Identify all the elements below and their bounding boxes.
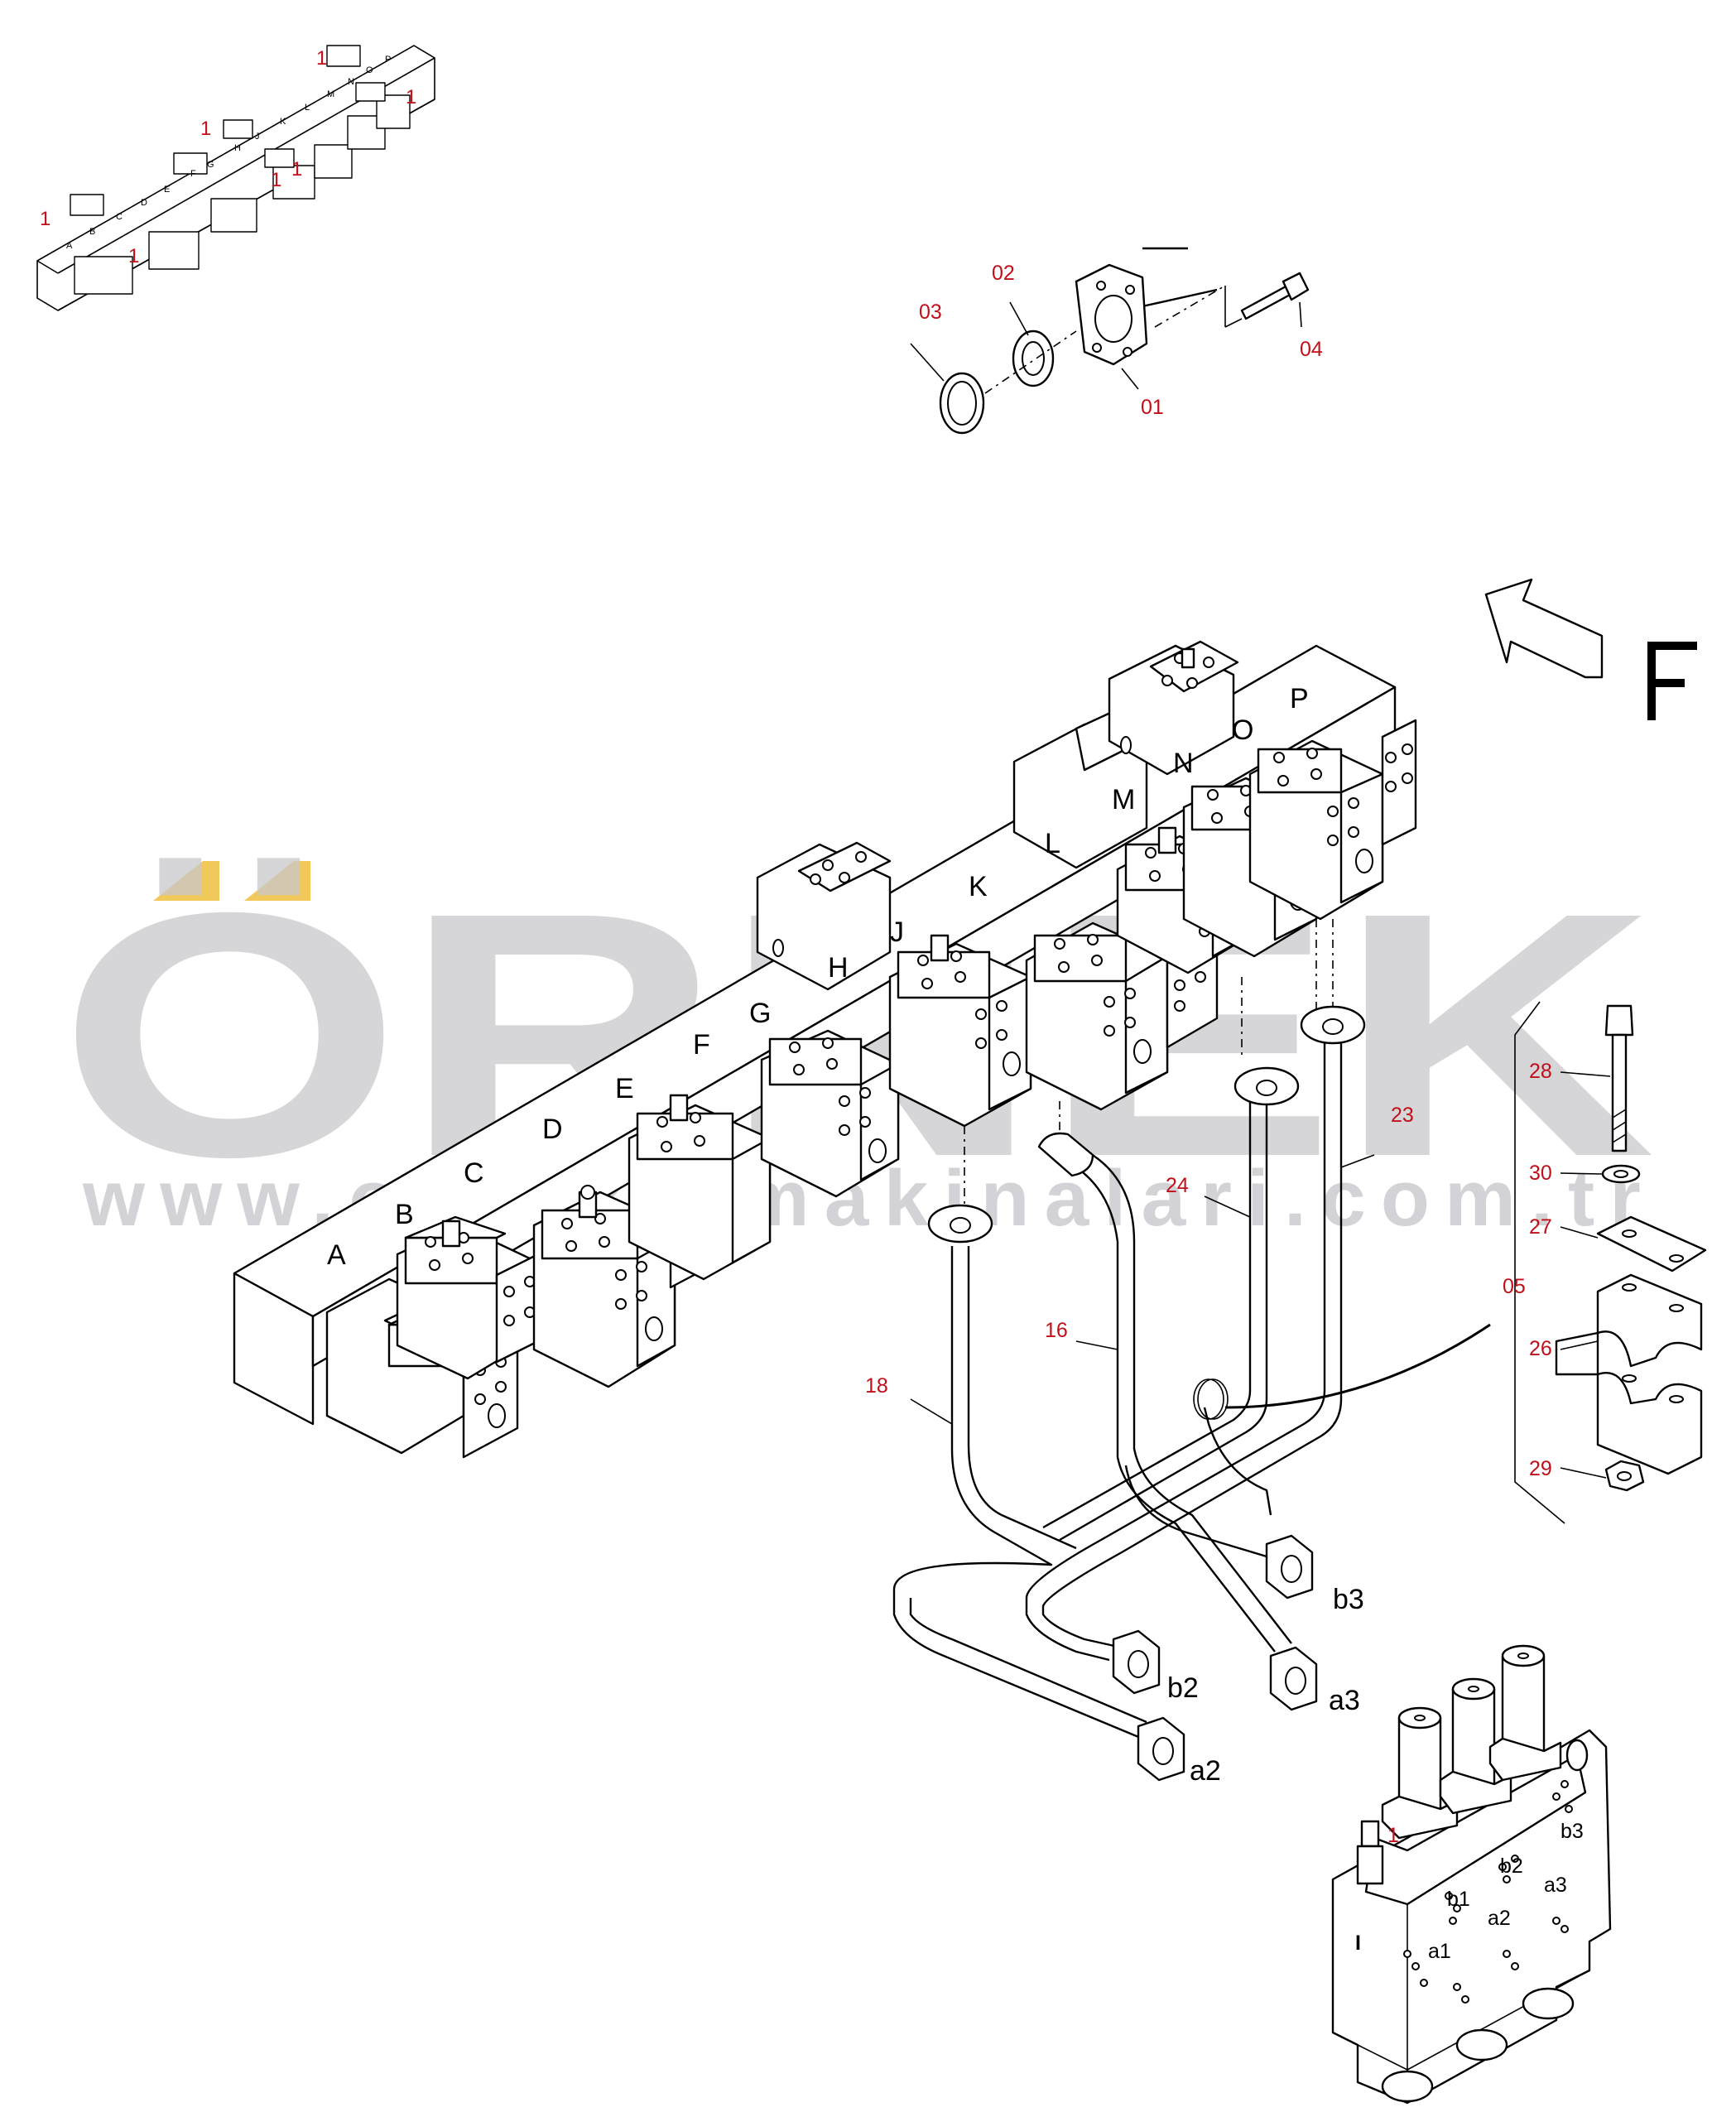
port-label-a2: a2 <box>1190 1755 1221 1787</box>
callout-23: 23 <box>1391 1104 1414 1127</box>
section-letter-M: M <box>1112 784 1135 815</box>
thumb-letter: C <box>116 212 123 222</box>
callout-29: 29 <box>1529 1457 1552 1480</box>
manifold-label-b2: b2 <box>1500 1855 1523 1878</box>
section-letter-P: P <box>1290 683 1309 714</box>
callout-27: 27 <box>1529 1215 1552 1239</box>
thumb-letter: K <box>280 117 286 127</box>
callout-18: 18 <box>865 1374 888 1398</box>
thumbnail-markers: 1 1 1 1 1 1 1 <box>40 47 416 267</box>
manifold-ports <box>1403 1780 1573 2004</box>
thumb-letter: L <box>305 103 310 113</box>
thumb-marker: 1 <box>200 118 211 140</box>
upper-block-P <box>1108 640 1239 776</box>
watermark-accent-2 <box>244 861 310 901</box>
flange-detail <box>910 247 1310 435</box>
manifold-label-a2: a2 <box>1488 1907 1511 1930</box>
section-letter-B: B <box>395 1199 414 1230</box>
manifold-label-b3: b3 <box>1560 1820 1584 1843</box>
section-letter-A: A <box>327 1239 346 1271</box>
thumb-marker: 1 <box>316 47 327 70</box>
callout-28: 28 <box>1529 1060 1552 1083</box>
callout-16: 16 <box>1045 1319 1068 1342</box>
callout-30: 30 <box>1529 1162 1552 1185</box>
section-letter-K: K <box>969 871 988 902</box>
thumb-letter: B <box>89 227 95 237</box>
section-letter-F: F <box>693 1029 710 1061</box>
thumb-letter: D <box>141 198 147 208</box>
section-letters: A B C D E F G H J K L M N O P <box>327 683 1309 1271</box>
thumb-letter: A <box>66 241 73 251</box>
thumb-marker: 1 <box>128 245 139 267</box>
thumbnail-overview: A B C D E F G H J K L M N O P 1 1 1 1 1 … <box>36 45 435 311</box>
solenoid <box>1488 1644 1562 1782</box>
manifold-label-I: I <box>1355 1932 1361 1955</box>
section-letter-D: D <box>542 1114 563 1145</box>
section-letter-O: O <box>1232 714 1253 746</box>
thumb-letter: N <box>348 77 354 87</box>
clamp-detail <box>1514 1001 1707 1524</box>
callout-01: 01 <box>1141 396 1164 419</box>
thumb-letter: E <box>164 185 170 195</box>
watermark-accent-1 <box>153 861 219 901</box>
solenoid <box>1439 1677 1512 1815</box>
manifold-label-b1: b1 <box>1447 1888 1470 1911</box>
hydraulic-pipes <box>892 919 1491 1782</box>
manifold-label-a3: a3 <box>1544 1874 1567 1897</box>
manifold-label-a1: a1 <box>1428 1940 1451 1963</box>
direction-arrow <box>1484 578 1697 720</box>
section-block-J <box>888 934 1032 1128</box>
section-letter-H: H <box>828 952 849 984</box>
section-letter-G: G <box>749 998 771 1029</box>
port-label-a3: a3 <box>1329 1685 1360 1716</box>
thumb-letter: H <box>234 143 241 153</box>
callout-24: 24 <box>1166 1174 1189 1197</box>
section-letter-E: E <box>615 1073 634 1104</box>
valve-block-assembly: A B C D E F G H J K L M N O P <box>233 640 1417 1459</box>
port-labels: b3 b2 a3 a2 <box>1167 1584 1364 1787</box>
callout-leaders <box>910 1154 1375 1425</box>
section-block-G <box>760 1029 900 1198</box>
thumb-letter: M <box>327 89 334 99</box>
thumbnail-letters: A B C D E F G H J K L M N O P <box>66 55 391 251</box>
thumb-marker: 1 <box>291 158 302 180</box>
callouts: 01 02 03 04 16 18 24 23 28 30 27 05 26 2… <box>865 262 1552 1847</box>
control-valve-manifold: b3 b2 a3 b1 a2 a1 I <box>1331 1644 1612 2105</box>
callout-05: 05 <box>1503 1275 1526 1298</box>
thumb-marker: 1 <box>40 208 50 230</box>
callout-04: 04 <box>1300 338 1323 361</box>
callout-03: 03 <box>919 301 942 324</box>
thumb-letter: F <box>190 169 196 179</box>
section-block-F <box>628 1094 772 1281</box>
callout-26: 26 <box>1529 1337 1552 1360</box>
callout-1: 1 <box>1387 1824 1399 1847</box>
port-label-b3: b3 <box>1333 1584 1364 1615</box>
section-letter-J: J <box>890 916 904 948</box>
section-letter-L: L <box>1045 828 1060 859</box>
thumb-letter: G <box>207 160 214 170</box>
section-block-B <box>396 1215 540 1380</box>
section-letter-N: N <box>1173 748 1194 779</box>
port-label-b2: b2 <box>1167 1672 1199 1704</box>
upper-block-H <box>756 841 892 991</box>
thumb-letter: J <box>255 132 260 142</box>
section-block-O <box>1248 719 1417 921</box>
solenoid <box>1381 1706 1459 1840</box>
section-letter-C: C <box>464 1157 484 1189</box>
thumb-letter: P <box>385 55 391 65</box>
thumb-marker: 1 <box>271 169 281 191</box>
thumb-marker: 1 <box>406 86 416 108</box>
thumb-letter: O <box>366 65 373 75</box>
callout-02: 02 <box>992 262 1015 285</box>
